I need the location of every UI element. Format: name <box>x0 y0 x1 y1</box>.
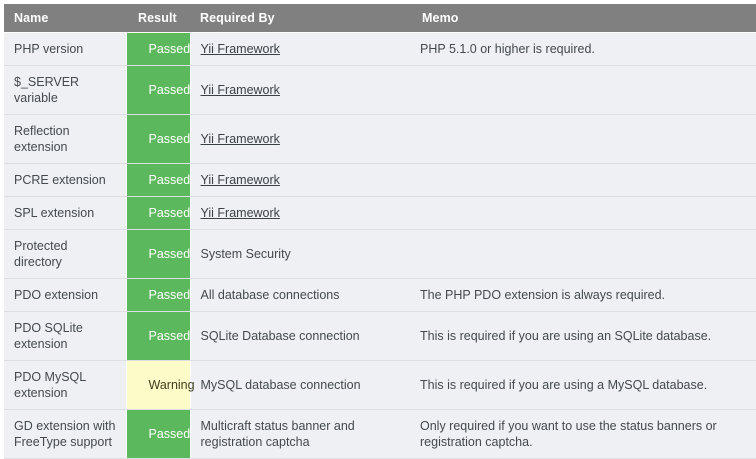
status-badge: Passed <box>126 409 191 459</box>
cell-required-by: MySQL database connection <box>190 360 410 410</box>
status-badge-label: Passed <box>148 83 191 97</box>
cell-requirement-name: $_SERVER variable <box>4 65 127 115</box>
required-by-text: SQLite Database connection <box>200 329 360 343</box>
status-badge: Passed <box>126 278 191 312</box>
table-row: Reflection extension Passed Yii Framework <box>4 114 756 164</box>
status-badge-label: Passed <box>148 329 191 343</box>
required-by-link[interactable]: Yii Framework <box>200 132 280 146</box>
status-badge: Passed <box>126 32 191 66</box>
cell-required-by: Yii Framework <box>190 163 410 197</box>
cell-required-by: Yii Framework <box>190 196 410 230</box>
table-row: PCRE extension Passed Yii Framework <box>4 163 756 197</box>
status-badge: Passed <box>126 196 191 230</box>
status-badge: Warning <box>126 360 195 410</box>
cell-requirement-name: GD extension with FreeType support <box>4 409 127 459</box>
status-badge-label: Passed <box>148 132 191 146</box>
cell-required-by: Yii Framework <box>190 114 410 164</box>
required-by-text: Multicraft status banner and registratio… <box>200 419 355 449</box>
cell-required-by: Yii Framework <box>190 32 410 66</box>
status-badge-label: Passed <box>148 247 191 261</box>
table-row: PDO extension Passed All database connecti… <box>4 278 756 312</box>
required-by-link[interactable]: Yii Framework <box>200 206 280 220</box>
cell-required-by: Multicraft status banner and registratio… <box>190 409 410 459</box>
status-badge-label: Passed <box>148 42 191 56</box>
cell-required-by: All database connections <box>190 278 410 312</box>
required-by-link[interactable]: Yii Framework <box>200 42 280 56</box>
status-badge: Passed <box>126 65 191 115</box>
cell-memo <box>410 196 756 230</box>
status-badge-label: Passed <box>148 173 191 187</box>
cell-requirement-name: PHP version <box>4 32 127 66</box>
required-by-text: MySQL database connection <box>200 378 361 392</box>
cell-required-by: System Security <box>190 229 410 279</box>
required-by-text: All database connections <box>200 288 340 302</box>
table-row: PDO MySQL extension Warning MySQL database… <box>4 360 756 410</box>
cell-requirement-name: PDO MySQL extension <box>4 360 127 410</box>
column-header-required-by: Required By <box>190 4 410 33</box>
cell-requirement-name: Protected directory <box>4 229 127 279</box>
status-badge: Passed <box>126 163 191 197</box>
column-header-memo: Memo <box>410 4 756 33</box>
table-row: PHP version Passed Yii Framework PHP 5.1.0 … <box>4 32 756 66</box>
cell-requirement-name: Reflection extension <box>4 114 127 164</box>
cell-memo: The PHP PDO extension is always required… <box>410 278 756 312</box>
status-badge: Passed <box>126 114 191 164</box>
table-row: SPL extension Passed Yii Framework <box>4 196 756 230</box>
status-badge-label: Warning <box>148 378 195 392</box>
cell-memo: This is required if you are using a MySQ… <box>410 360 756 410</box>
status-badge-label: Passed <box>148 288 191 302</box>
status-badge: Passed <box>126 229 191 279</box>
cell-required-by: SQLite Database connection <box>190 311 410 361</box>
cell-memo: PHP 5.1.0 or higher is required. <box>410 32 756 66</box>
table-header-row: Name Result Required By Memo <box>4 4 756 33</box>
column-header-name: Name <box>4 4 126 33</box>
cell-memo <box>410 229 756 279</box>
required-by-link[interactable]: Yii Framework <box>200 83 280 97</box>
cell-requirement-name: SPL extension <box>4 196 127 230</box>
required-by-text: System Security <box>200 247 291 261</box>
status-badge-label: Passed <box>148 427 191 441</box>
cell-memo: Only required if you want to use the sta… <box>410 409 756 459</box>
cell-required-by: Yii Framework <box>190 65 410 115</box>
table-row: Protected directory Passed System Security <box>4 229 756 279</box>
required-by-link[interactable]: Yii Framework <box>200 173 280 187</box>
status-badge-label: Passed <box>148 206 191 220</box>
table-row: $_SERVER variable Passed Yii Framework <box>4 65 756 115</box>
requirements-table: Name Result Required By Memo PHP version… <box>4 4 756 459</box>
cell-requirement-name: PCRE extension <box>4 163 127 197</box>
cell-memo <box>410 163 756 197</box>
table-row: PDO SQLite extension Passed SQLite Databas… <box>4 311 756 361</box>
table-header: Name Result Required By Memo <box>4 4 756 33</box>
table-row: GD extension with FreeType support Passed… <box>4 409 756 459</box>
cell-requirement-name: PDO extension <box>4 278 127 312</box>
status-badge: Passed <box>126 311 191 361</box>
cell-memo: This is required if you are using an SQL… <box>410 311 756 361</box>
cell-requirement-name: PDO SQLite extension <box>4 311 127 361</box>
cell-memo <box>410 65 756 115</box>
cell-memo <box>410 114 756 164</box>
column-header-result: Result <box>126 4 190 33</box>
requirements-check-page: Name Result Required By Memo PHP version… <box>4 4 756 459</box>
